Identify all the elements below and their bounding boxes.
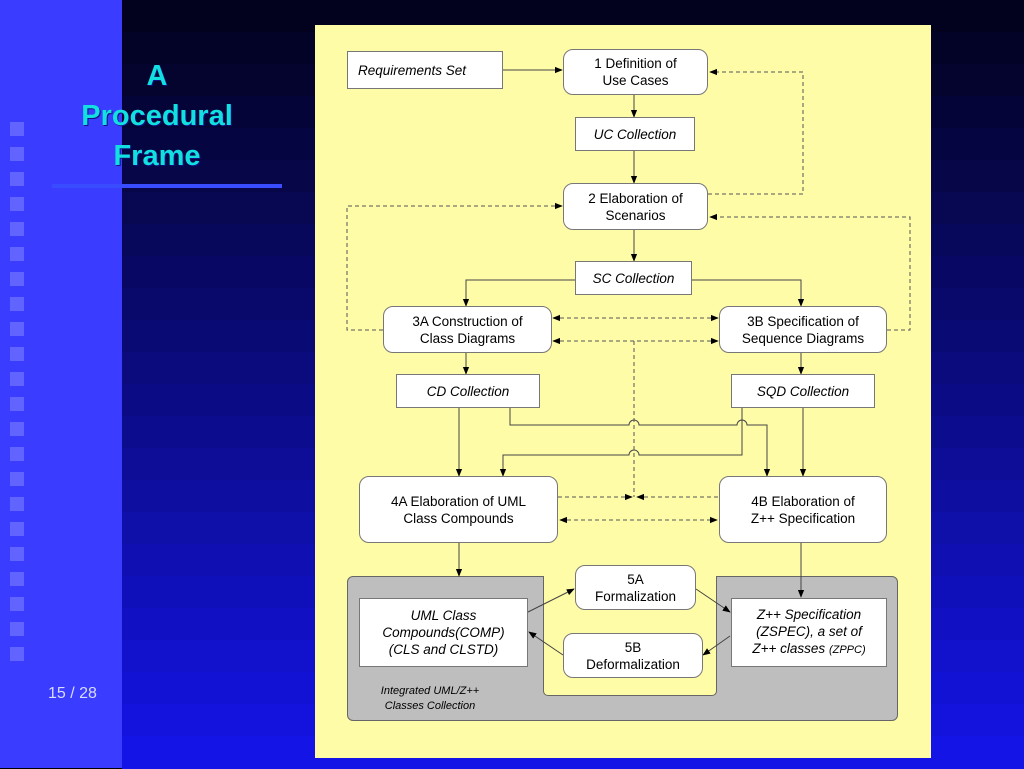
decorative-square — [10, 497, 24, 511]
arrow-5a-to-zpp — [695, 588, 731, 613]
step3b-line-2: Sequence Diagrams — [741, 330, 865, 346]
decorative-square — [10, 547, 24, 561]
decorative-square — [10, 522, 24, 536]
step4a-line-1: 4A Elaboration of UML — [390, 493, 527, 509]
step5b-line-2: Deformalization — [586, 656, 680, 672]
decorative-square — [10, 447, 24, 461]
page-indicator: 15 / 28 — [48, 685, 97, 702]
slide-title: A Procedural Frame — [50, 56, 264, 176]
sqd-collection-box: SQD Collection — [731, 374, 875, 408]
step5b-line-1: 5B — [624, 639, 642, 655]
integrated-collection-label: Integrated UML/Z++ Classes Collection — [365, 684, 495, 714]
arrow-uml-to-5a — [527, 588, 575, 613]
integrated-label-line-1: Integrated UML/Z++ — [380, 685, 480, 697]
step1-line-2: Use Cases — [602, 73, 669, 88]
step5a-line-2: Formalization — [594, 588, 677, 604]
decorative-square — [10, 422, 24, 436]
step4b-line-2: Z++ Specification — [750, 510, 856, 526]
decorative-square — [10, 647, 24, 661]
sqd-collection-label: SQD Collection — [756, 383, 850, 399]
arrow-sqd-to-4a — [499, 408, 743, 477]
feedback-3a-to-step2 — [346, 202, 563, 331]
step1-line-1: 1 Definition of — [594, 56, 677, 71]
sc-collection-label: SC Collection — [592, 270, 675, 286]
feedback-step2-to-step1 — [708, 68, 804, 195]
step5a-line-1: 5A — [627, 571, 644, 587]
uml-compounds-line-3: (CLS and CLSTD) — [388, 642, 499, 657]
decorative-square — [10, 622, 24, 636]
decorative-square — [10, 172, 24, 186]
step3b-line-1: 3B Specification of — [747, 313, 859, 329]
decorative-square — [10, 297, 24, 311]
sc-collection-box: SC Collection — [575, 261, 692, 295]
decorative-square — [10, 247, 24, 261]
step4b-line-1: 4B Elaboration of — [751, 493, 855, 509]
step2-line-2: Scenarios — [605, 207, 666, 223]
slide-title-line-3: Frame — [113, 140, 201, 172]
cd-collection-label: CD Collection — [426, 383, 510, 399]
step2-line-1: 2 Elaboration of — [588, 190, 683, 206]
uml-compounds-line-1: UML Class — [410, 608, 477, 623]
decorative-square — [10, 122, 24, 136]
decorative-square — [10, 372, 24, 386]
uc-collection-box: UC Collection — [575, 117, 695, 151]
decorative-square — [10, 347, 24, 361]
zpp-line-3: Z++ classes — [752, 641, 826, 656]
feedback-3b-to-step2 — [709, 213, 911, 331]
decorative-square — [10, 572, 24, 586]
uc-collection-label: UC Collection — [593, 126, 677, 142]
decorative-square — [10, 272, 24, 286]
arrow-cd-to-4b — [509, 408, 771, 477]
zpp-line-1: Z++ Specification — [756, 607, 862, 622]
decorative-square — [10, 222, 24, 236]
arrow-5b-to-uml — [528, 631, 564, 656]
cd-collection-box: CD Collection — [396, 374, 540, 408]
step4a-line-2: Class Compounds — [403, 510, 514, 526]
step3a-line-1: 3A Construction of — [412, 313, 523, 329]
decorative-square — [10, 197, 24, 211]
decorative-square — [10, 397, 24, 411]
uml-compounds-line-2: Compounds(COMP) — [382, 625, 505, 640]
decorative-square — [10, 472, 24, 486]
decorative-square — [10, 147, 24, 161]
integrated-label-line-2: Classes Collection — [384, 700, 476, 712]
zpp-specification-box: Z++ Specification (ZSPEC), a set of Z++ cl… — [731, 598, 887, 667]
step3a-line-2: Class Diagrams — [419, 330, 516, 346]
slide-title-line-2: Procedural — [81, 100, 233, 132]
zpp-line-2: (ZSPEC), a set of — [756, 624, 862, 639]
arrow-zpp-to-5b — [702, 635, 731, 656]
step1-box: 1 Definition of Use Cases — [563, 49, 708, 95]
requirements-set-box: Requirements Set — [347, 51, 503, 89]
decorative-square — [10, 597, 24, 611]
decorative-square — [10, 322, 24, 336]
title-underline — [52, 184, 282, 188]
slide-title-line-1: A — [146, 60, 168, 92]
requirements-set-label: Requirements Set — [358, 62, 467, 78]
zpp-line-3-suffix: (ZPPC) — [828, 644, 866, 656]
